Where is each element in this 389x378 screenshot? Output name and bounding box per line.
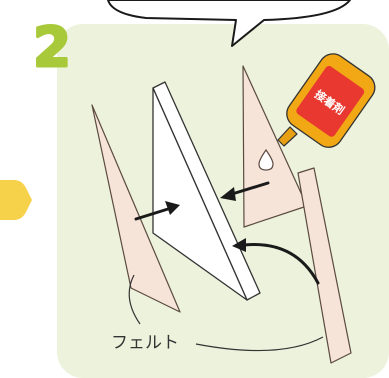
leader-line-right (195, 336, 324, 352)
arrow-left-to-board (134, 201, 180, 221)
felt-label: フェルト (111, 333, 179, 353)
glue-bottle-icon: 接着剤 (277, 53, 376, 148)
previous-step-arrow-icon (0, 180, 32, 220)
speech-bubble-icon (107, 0, 351, 47)
glue-drop-icon (258, 148, 274, 171)
arrow-strip-to-board (232, 238, 320, 285)
arrow-right-to-board (220, 181, 270, 201)
step-number: 2 (33, 16, 71, 79)
left-felt-piece (91, 104, 181, 313)
felt-strip (297, 167, 352, 364)
leader-line-left (128, 274, 141, 325)
